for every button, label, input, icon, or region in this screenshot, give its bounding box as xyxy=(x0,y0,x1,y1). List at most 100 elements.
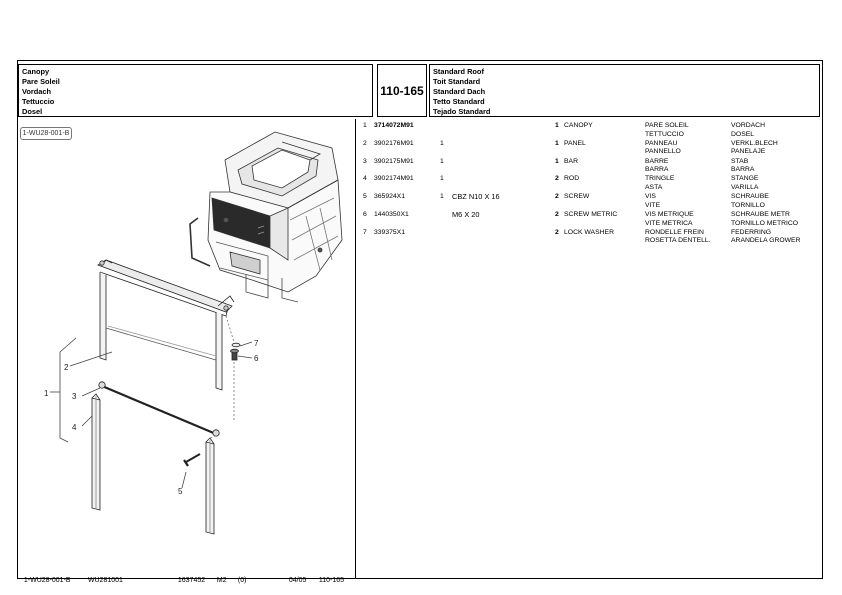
footer-m-wrap: M2 xyxy=(213,570,227,584)
page-code: 110-165 xyxy=(380,83,424,98)
part-index: 3 xyxy=(363,157,367,165)
translation-line: BARRE xyxy=(645,157,669,165)
footer-doc-wrap: 1637452 xyxy=(174,570,205,584)
part-description: ROD xyxy=(564,175,580,183)
part-qty xyxy=(440,122,452,140)
translation-line: VORDACH xyxy=(731,122,765,129)
part-description: SCREW METRIC xyxy=(564,210,618,218)
part-number: 1440350X1 xyxy=(374,210,409,218)
part-qty: 1 xyxy=(440,139,444,147)
translation-line: VERKL.BLECH xyxy=(731,139,778,147)
translation-line: VIS xyxy=(645,193,656,201)
part-index: 5 xyxy=(363,193,367,201)
translation-line: STANGE xyxy=(731,175,759,183)
footer: 1-WU28-001-B xyxy=(20,570,71,584)
part-note xyxy=(452,158,555,176)
part-qty-per: 1 xyxy=(555,122,559,129)
part-qty: 1 xyxy=(440,157,444,165)
translation-line: VITE xyxy=(645,201,661,209)
translation-line: BARRA xyxy=(731,166,755,174)
support-bar xyxy=(101,384,217,436)
part-index: 6 xyxy=(363,210,367,218)
part-qty: 1 xyxy=(440,175,444,183)
translation-line: SCHRAUBE xyxy=(731,193,769,201)
title-line: Dosel xyxy=(22,107,43,116)
part-qty-per: 2 xyxy=(555,228,559,236)
title-line: Pare Soleil xyxy=(22,77,60,86)
title-line: Toit Standard xyxy=(433,77,481,86)
part-index: 4 xyxy=(363,175,367,183)
translation-line: TORNILLO xyxy=(731,201,765,209)
part-description: LOCK WASHER xyxy=(564,228,614,236)
title-box-left: Canopy Pare Soleil Vordach Tettuccio Dos… xyxy=(18,64,373,117)
footer-date: 04/05 xyxy=(288,577,307,584)
part-number: 365924X1 xyxy=(374,193,405,201)
footer-illustration: WU281001 xyxy=(87,577,123,584)
footer-doc-number: 1637452 xyxy=(177,577,206,584)
panel-frame xyxy=(97,259,233,313)
part-note: CBZ N10 X 16 xyxy=(452,192,500,202)
part-description: PANEL xyxy=(564,139,586,147)
translation-line: ROSETTA DENTELL. xyxy=(645,237,711,245)
part-number: 3714072M91 xyxy=(374,122,414,129)
translation-line: ARANDELA GROWER xyxy=(731,237,801,245)
part-qty-per: 1 xyxy=(555,157,559,165)
footer-code-wrap: 110-165 xyxy=(315,570,344,584)
title-line: Standard Roof xyxy=(433,67,484,76)
callout-5: 5 xyxy=(178,487,183,496)
translation-line: DOSEL xyxy=(731,130,755,138)
lock-washer-7 xyxy=(231,342,241,348)
translation-line: VITE METRICA xyxy=(645,219,693,227)
part-index: 1 xyxy=(363,122,367,129)
translation-line: VIS METRIQUE xyxy=(645,210,694,218)
screw-5 xyxy=(185,453,201,463)
ref-badge-text: 1-WU28-001-B xyxy=(22,130,70,137)
translation-line: RONDELLE FREIN xyxy=(645,228,704,236)
part-number: 3902176M91 xyxy=(374,139,414,147)
part-description: CANOPY xyxy=(564,122,593,129)
translation-line: PARE SOLEIL xyxy=(645,122,689,129)
callout-3: 3 xyxy=(72,392,77,401)
translation-line: PANNELLO xyxy=(645,148,681,156)
part-qty-per: 2 xyxy=(555,193,559,201)
part-qty-per: 2 xyxy=(555,175,559,183)
page-frame xyxy=(17,60,823,579)
part-index: 2 xyxy=(363,139,367,147)
translation-line: BARRA xyxy=(645,166,669,174)
title-line: Standard Dach xyxy=(433,87,486,96)
translation-line: STAB xyxy=(731,157,749,165)
translation-line: TORNILLO METRICO xyxy=(731,219,799,227)
translation-line: FEDERRING xyxy=(731,228,772,236)
part-qty-per: 2 xyxy=(555,210,559,218)
illustration-ref-badge: 1-WU28-001-B xyxy=(20,127,72,140)
part-qty-per: 1 xyxy=(555,139,559,147)
title-box-right: Standard Roof Toit Standard Standard Dac… xyxy=(429,64,820,117)
title-line: Canopy xyxy=(22,67,50,76)
column-divider xyxy=(355,119,356,579)
part-note xyxy=(452,122,555,140)
part-note: M6 X 20 xyxy=(452,209,480,219)
translation-line: ASTA xyxy=(645,183,663,191)
title-line: Tejado Standard xyxy=(433,107,491,116)
title-line: Vordach xyxy=(22,87,52,96)
part-note xyxy=(452,229,555,247)
translation-line: TETTUCCIO xyxy=(645,130,684,138)
footer-ref: 1-WU28-001-B xyxy=(23,577,71,584)
part-note xyxy=(452,175,555,193)
footer-rev-wrap: (0) xyxy=(234,570,247,584)
part-qty: 1 xyxy=(440,193,444,201)
footer-illus-wrap: WU281001 xyxy=(84,570,123,584)
exploded-view-illustration: 1 2 3 4 5 6 7 xyxy=(44,131,343,535)
part-number: 339375X1 xyxy=(374,228,405,236)
title-line: Tetto Standard xyxy=(433,97,485,106)
